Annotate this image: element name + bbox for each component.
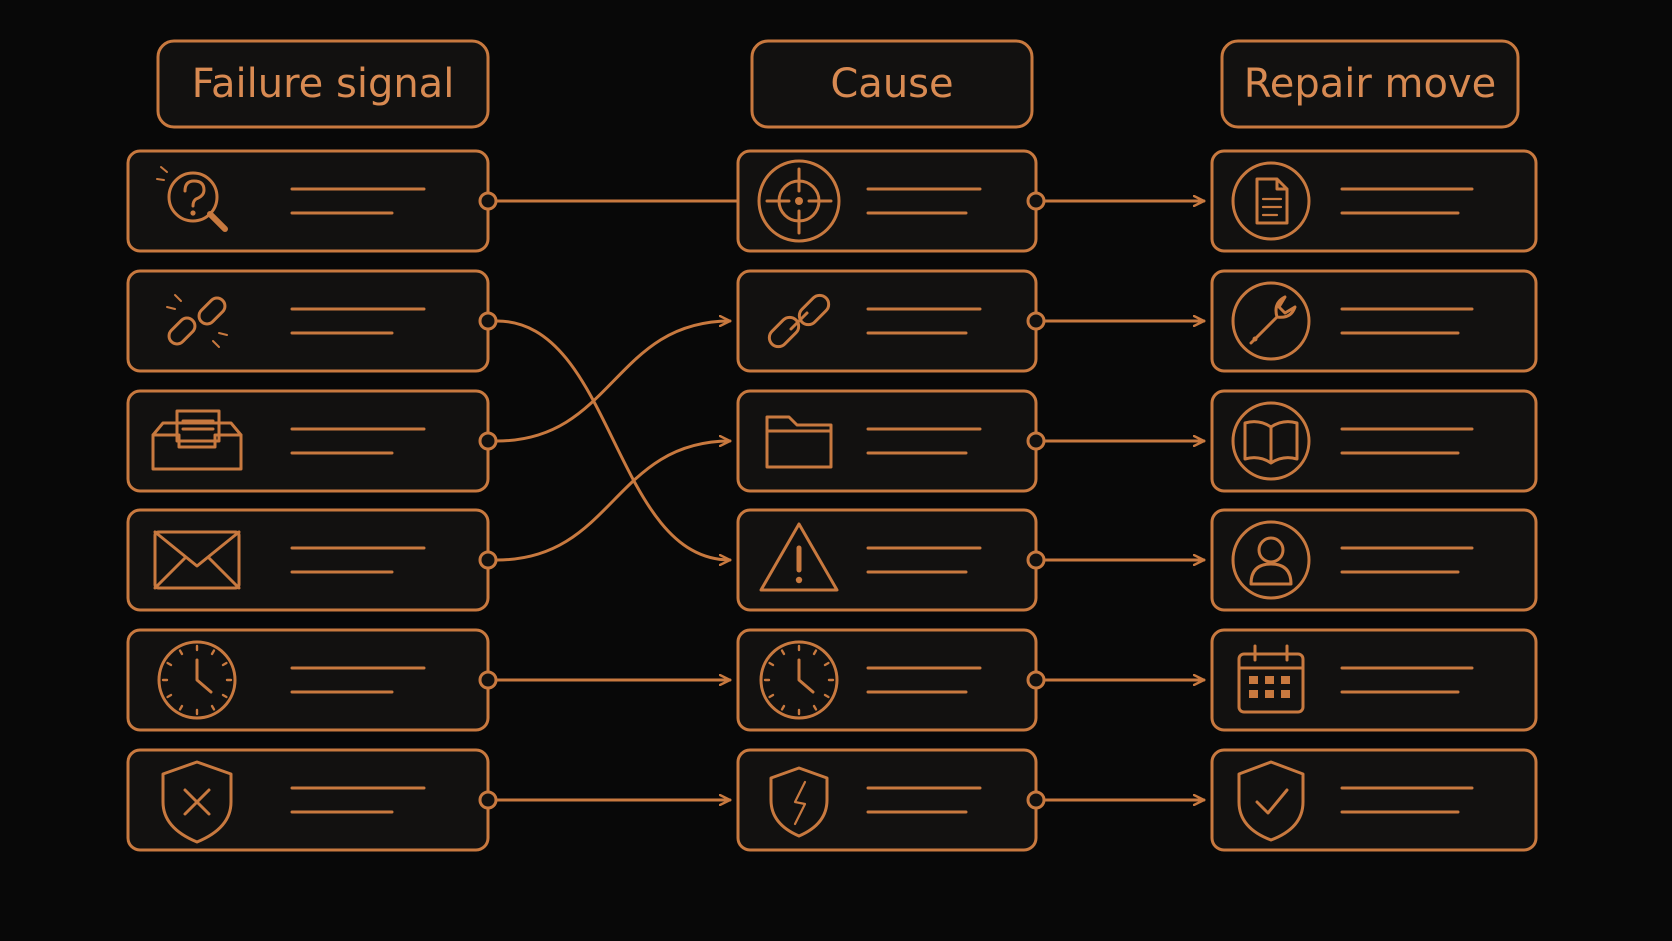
cards [126,149,1538,852]
failure-card-3 [126,389,498,493]
repair-card-2 [1210,269,1538,373]
shield-x-icon [161,760,233,844]
header-box [156,39,490,129]
card-box [736,748,1038,852]
output-port [1026,550,1046,570]
output-port [478,431,498,451]
target-icon [757,159,841,243]
repair-card-3 [1210,389,1538,493]
wrench-icon [1231,281,1311,361]
header-title: Repair move [1244,61,1497,107]
envelope-icon [153,530,241,590]
open-book-icon [1231,401,1311,481]
repair-card-4 [1210,508,1538,612]
cause-card-5 [736,628,1046,732]
cause-card-3 [736,389,1046,493]
broken-link-icon [166,294,228,348]
inbox-tray-icon [151,409,243,471]
card-box [1210,149,1538,253]
card-box [126,149,490,253]
warning-triangle-icon [759,522,839,592]
header-title: Failure signal [192,61,455,107]
output-port [478,550,498,570]
chain-link-icon [767,293,831,349]
header-box [750,39,1034,129]
card-box [736,389,1038,493]
question-magnifier-icon [156,166,228,232]
card-box [1210,269,1538,373]
folder-icon [765,415,833,469]
card-box [736,508,1038,612]
clock-icon [759,640,839,720]
output-port [1026,311,1046,331]
output-port [1026,431,1046,451]
card-box [1210,508,1538,612]
output-port [478,670,498,690]
cause-card-1 [736,149,1046,253]
column-headers: Failure signal Cause Repair move [156,39,1520,129]
output-port [478,311,498,331]
failure-card-1 [126,149,498,253]
repair-card-6 [1210,748,1538,852]
connector-2 [495,319,732,560]
connector-3 [495,321,732,443]
cause-card-2 [736,269,1046,373]
output-port [1026,670,1046,690]
output-port [478,790,498,810]
clock-icon [157,640,237,720]
header-title: Cause [830,61,953,107]
failure-card-4 [126,508,498,612]
card-box [1210,389,1538,493]
repair-card-5 [1210,628,1538,732]
repair-card-1 [1210,149,1538,253]
output-port [478,191,498,211]
cause-card-6 [736,748,1046,852]
failure-card-5 [126,628,498,732]
output-port [1026,790,1046,810]
connector-4 [495,441,732,562]
failure-card-6 [126,748,498,852]
header-cause: Cause [750,39,1034,129]
connectors [495,201,1206,800]
shield-check-icon [1237,760,1305,842]
person-icon [1231,520,1311,600]
card-box [1210,628,1538,732]
output-port [1026,191,1046,211]
cause-card-4 [736,508,1046,612]
header-box [1220,39,1520,129]
document-icon [1231,161,1311,241]
calendar-icon [1237,644,1305,714]
failure-card-2 [126,269,498,373]
header-repair-move: Repair move [1220,39,1520,129]
cracked-shield-icon [769,766,829,838]
header-failure-signal: Failure signal [156,39,490,129]
